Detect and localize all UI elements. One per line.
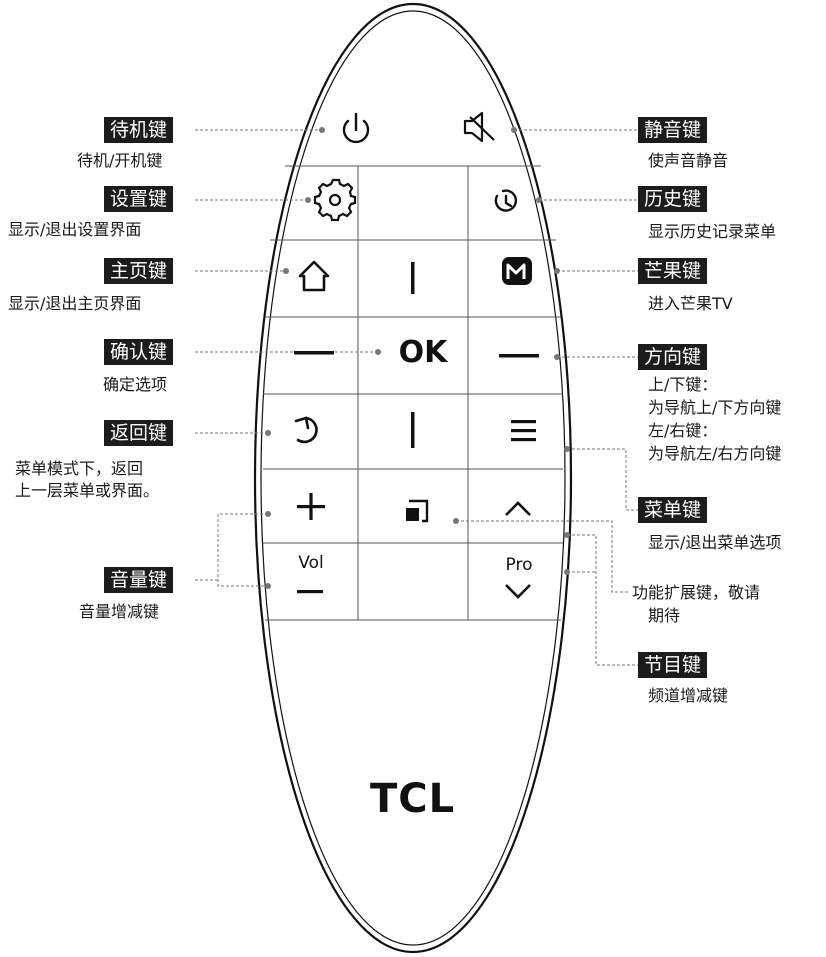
direction-desc-line-3: 左/右键： [648, 421, 718, 440]
right-arrow-icon[interactable] [499, 354, 539, 358]
plus-icon[interactable] [297, 493, 325, 520]
button-grid [263, 165, 563, 621]
mute-desc: 使声音静音 [648, 151, 729, 170]
remote-body [253, 2, 573, 954]
standby-tag: 待机键 [104, 117, 174, 143]
direction-desc-line-2: 为导航上/下方向键 [648, 398, 782, 417]
direction-desc-line-1: 上/下键： [648, 375, 718, 394]
program-tag: 节目键 [638, 652, 708, 678]
volume-tag: 音量键 [104, 567, 174, 593]
history-icon[interactable] [494, 189, 518, 212]
up-arrow-icon[interactable] [411, 262, 415, 294]
back-desc-line-1: 菜单模式下，返回 [15, 459, 144, 478]
chevron-down-icon[interactable] [505, 584, 531, 599]
home-desc: 显示/退出主页界面 [8, 294, 142, 313]
leader-lines [195, 129, 638, 666]
home-icon[interactable] [298, 260, 330, 292]
mango-tv-icon[interactable] [502, 257, 532, 285]
pro-label: Pro [505, 555, 533, 575]
settings-desc: 显示/退出设置界面 [8, 220, 142, 239]
function-desc-line-2: 期待 [648, 606, 681, 625]
back-icon[interactable] [294, 416, 318, 444]
menu-desc: 显示/退出菜单选项 [648, 533, 782, 552]
power-icon[interactable] [342, 112, 370, 144]
direction-desc-line-4: 为导航左/右方向键 [648, 444, 782, 463]
direction-tag: 方向键 [638, 344, 708, 370]
brand-logo: TCL [370, 776, 456, 822]
history-tag: 历史键 [638, 186, 708, 212]
down-arrow-icon[interactable] [411, 412, 415, 448]
program-desc: 频道增减键 [648, 686, 729, 705]
left-arrow-icon[interactable] [294, 351, 334, 355]
chevron-up-icon[interactable] [505, 501, 531, 516]
standby-desc: 待机/开机键 [77, 151, 163, 170]
function-desc-line-1: 功能扩展键，敬请 [632, 583, 761, 602]
menu-icon[interactable] [511, 420, 536, 442]
history-desc: 显示历史记录菜单 [648, 222, 777, 241]
mute-tag: 静音键 [638, 117, 708, 143]
confirm-desc: 确定选项 [103, 375, 168, 394]
confirm-tag: 确认键 [104, 339, 174, 365]
menu-tag: 菜单键 [638, 497, 708, 523]
leader-dots [265, 127, 570, 589]
mute-icon[interactable] [463, 111, 495, 143]
minus-icon[interactable] [297, 590, 323, 594]
ok-button[interactable]: OK [398, 335, 448, 370]
volume-desc: 音量增减键 [79, 602, 160, 621]
back-desc-line-2: 上一层菜单或界面。 [15, 481, 160, 500]
home-tag: 主页键 [104, 258, 174, 284]
settings-tag: 设置键 [104, 186, 174, 212]
back-tag: 返回键 [104, 420, 174, 446]
function-icon[interactable] [406, 499, 429, 523]
gear-icon[interactable] [313, 178, 357, 222]
vol-label: Vol [298, 553, 324, 573]
mango-desc: 进入芒果TV [648, 294, 733, 313]
mango-tag: 芒果键 [638, 258, 708, 284]
